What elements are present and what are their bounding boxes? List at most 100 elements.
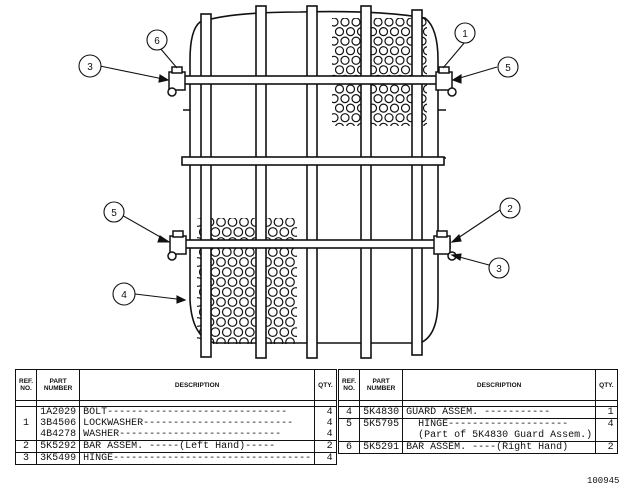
perforation-hole	[422, 103, 427, 113]
perforation-hole	[279, 307, 290, 317]
perforation-hole	[351, 113, 361, 123]
perforation-hole	[345, 103, 356, 113]
perforation-hole	[290, 287, 297, 297]
perforation-hole	[390, 122, 399, 126]
perforation-hole	[221, 247, 232, 257]
perforation-hole	[378, 65, 389, 75]
perforation-hole	[227, 277, 238, 287]
perforation-hole	[285, 257, 295, 267]
perforation-hole	[378, 27, 389, 37]
perforation-hole	[340, 36, 350, 46]
callout-3-top-left: 3	[87, 62, 93, 73]
perforation-hole	[285, 297, 295, 307]
perforation-hole	[379, 122, 388, 126]
perforation-hole	[334, 84, 345, 94]
perforation-hole	[267, 247, 278, 257]
table-row: 5 5K5795 HINGE-------------------- (Part…	[337, 418, 618, 442]
perforation-hole	[384, 113, 394, 123]
perforation-hole	[389, 46, 400, 56]
perforation-hole	[267, 327, 278, 338]
perforation-hole	[244, 307, 255, 317]
parts-table-left: REF. NO. PART NUMBER DESCRIPTION QTY. 1 …	[14, 369, 337, 465]
perforation-hole	[389, 65, 400, 75]
perforation-hole	[395, 93, 405, 104]
perforation-hole	[244, 227, 255, 237]
perforation-hole	[244, 327, 255, 338]
perforation-hole	[285, 277, 295, 287]
perforation-hole	[400, 46, 411, 56]
callout-4: 4	[121, 290, 127, 301]
callout-1: 1	[462, 29, 468, 40]
perforation-hole	[210, 267, 221, 277]
perforation-hole	[334, 27, 345, 37]
perforation-hole	[233, 327, 244, 338]
part-header: PART NUMBER	[36, 369, 81, 401]
perforation-hole	[351, 93, 361, 104]
perforation-hole	[233, 287, 244, 297]
perforation-hole	[290, 227, 297, 237]
perforation-hole	[373, 36, 383, 46]
perforation-hole	[279, 267, 290, 277]
perforation-hole	[221, 307, 232, 317]
table-header: REF. NO. PART NUMBER DESCRIPTION QTY.	[337, 369, 618, 401]
perforation-hole	[210, 327, 221, 338]
perforation-hole	[400, 27, 411, 37]
perforation-hole	[423, 122, 427, 126]
perforation-hole	[221, 287, 232, 297]
perforation-hole	[221, 227, 232, 237]
perforation-hole	[384, 18, 394, 27]
perforation-hole	[279, 287, 290, 297]
perforation-hole	[216, 297, 226, 307]
perforation-hole	[273, 257, 284, 267]
part-header: PART NUMBER	[359, 369, 404, 401]
perforation-hole	[422, 27, 427, 37]
leader-lines	[99, 41, 501, 304]
perforation-hole	[285, 218, 295, 227]
perforation-hole	[233, 247, 244, 257]
guard-assembly-diagram: 3 6 1 5 5 2 3 4	[78, 5, 521, 359]
qty-header: QTY.	[595, 369, 618, 401]
parts-table-right: REF. NO. PART NUMBER DESCRIPTION QTY. 4 …	[337, 369, 618, 454]
ref-header: REF. NO.	[14, 369, 38, 401]
perforation-hole	[422, 65, 427, 75]
perforation-hole	[239, 257, 249, 267]
perforation-hole	[216, 337, 226, 344]
perforation-hole	[345, 27, 356, 37]
perforation-hole	[351, 55, 361, 65]
perforation-hole	[395, 18, 405, 27]
perforation-hole	[340, 18, 350, 27]
perforation-hole	[273, 218, 284, 227]
perforation-hole	[239, 317, 249, 327]
callout-2: 2	[507, 204, 513, 215]
perforation-hole	[244, 247, 255, 257]
perforation-hole	[227, 218, 238, 227]
perforation-hole	[422, 46, 427, 56]
perforation-hole	[290, 307, 297, 317]
perforation-hole	[239, 337, 249, 344]
perforation-hole	[346, 122, 355, 126]
perforation-hole	[210, 227, 221, 237]
perforation-hole	[273, 337, 284, 344]
perforation-hole	[395, 113, 405, 123]
perforation-hole	[332, 18, 339, 27]
perforation-hole	[335, 122, 344, 126]
perforation-hole	[273, 277, 284, 287]
perforation-hole	[210, 307, 221, 317]
perforation-hole	[244, 267, 255, 277]
perforation-hole	[290, 247, 297, 257]
perforation-hole	[267, 227, 278, 237]
perforation-hole	[210, 247, 221, 257]
perforation-hole	[285, 317, 295, 327]
table-row: 4 5K4830 GUARD ASSEM. ----------- 1	[337, 406, 618, 419]
perforation-hole	[334, 46, 345, 56]
callout-3-lower-right: 3	[496, 264, 502, 275]
perforation-hole	[340, 55, 350, 65]
perforation-hole	[233, 227, 244, 237]
perforation-hole	[233, 267, 244, 277]
perforation-hole	[351, 18, 361, 27]
desc-header: DESCRIPTION	[79, 369, 316, 401]
perforation-hole	[334, 103, 345, 113]
perforation-hole	[290, 327, 297, 337]
vertical-bars	[200, 5, 423, 359]
